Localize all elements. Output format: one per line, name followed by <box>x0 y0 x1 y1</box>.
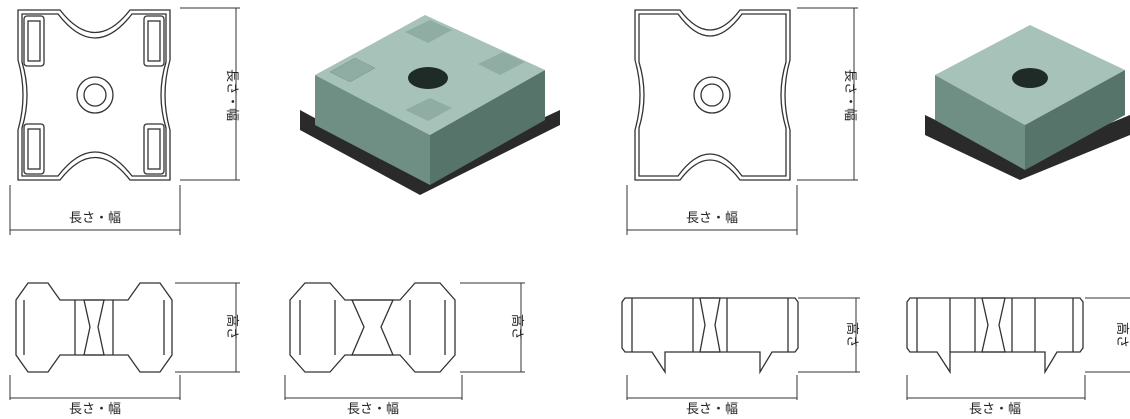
top-view-plain <box>634 9 791 181</box>
dim-top-horizontal-2 <box>626 7 858 235</box>
top-view-with-bosses <box>17 9 171 181</box>
dim-label-height-1b: 高さ <box>509 314 525 340</box>
dim-label-side-2a: 長さ・幅 <box>686 402 738 417</box>
center-hole-outer <box>76 76 114 114</box>
dim-label-height-1a: 高さ <box>224 314 240 340</box>
block-3d-render-plain <box>925 25 1130 180</box>
top-view-inner-outline <box>21 13 167 177</box>
dim-label-length-width-2: 長さ・幅 <box>686 211 738 226</box>
corner-bosses <box>23 15 165 175</box>
dim-label-height-2a: 高さ <box>844 322 860 348</box>
dim-label-side-1b: 長さ・幅 <box>347 402 399 417</box>
variant-plain: 長さ・幅 長さ・幅 長さ・幅 高さ <box>621 7 1130 417</box>
dim-label-height-2b: 高さ <box>1114 322 1130 348</box>
dim-label-side-1a: 長さ・幅 <box>69 402 121 417</box>
center-hole-inner <box>83 83 107 107</box>
dim-top-horizontal-1 <box>9 185 181 235</box>
dim-label-length-width-vertical-2: 長さ・幅 <box>842 69 857 121</box>
dim-side-1a <box>9 282 240 400</box>
dim-side-1b <box>284 282 525 400</box>
side-view-2a <box>621 297 799 375</box>
dim-label-length-width: 長さ・幅 <box>69 211 121 226</box>
dim-side-2a <box>626 297 860 400</box>
variant-with-bosses: 長さ・幅 長さ・幅 <box>9 7 560 417</box>
side-view-2b <box>906 297 1084 375</box>
dim-top-vertical-1 <box>180 7 240 181</box>
dim-label-length-width-vertical: 長さ・幅 <box>224 69 239 121</box>
side-view-1b <box>289 282 456 373</box>
side-view-1a <box>15 282 173 373</box>
top-view-outline <box>17 9 171 181</box>
dim-side-2b <box>906 297 1130 400</box>
dim-label-side-2b: 長さ・幅 <box>969 402 1021 417</box>
block-3d-render-with-bosses <box>300 15 560 195</box>
